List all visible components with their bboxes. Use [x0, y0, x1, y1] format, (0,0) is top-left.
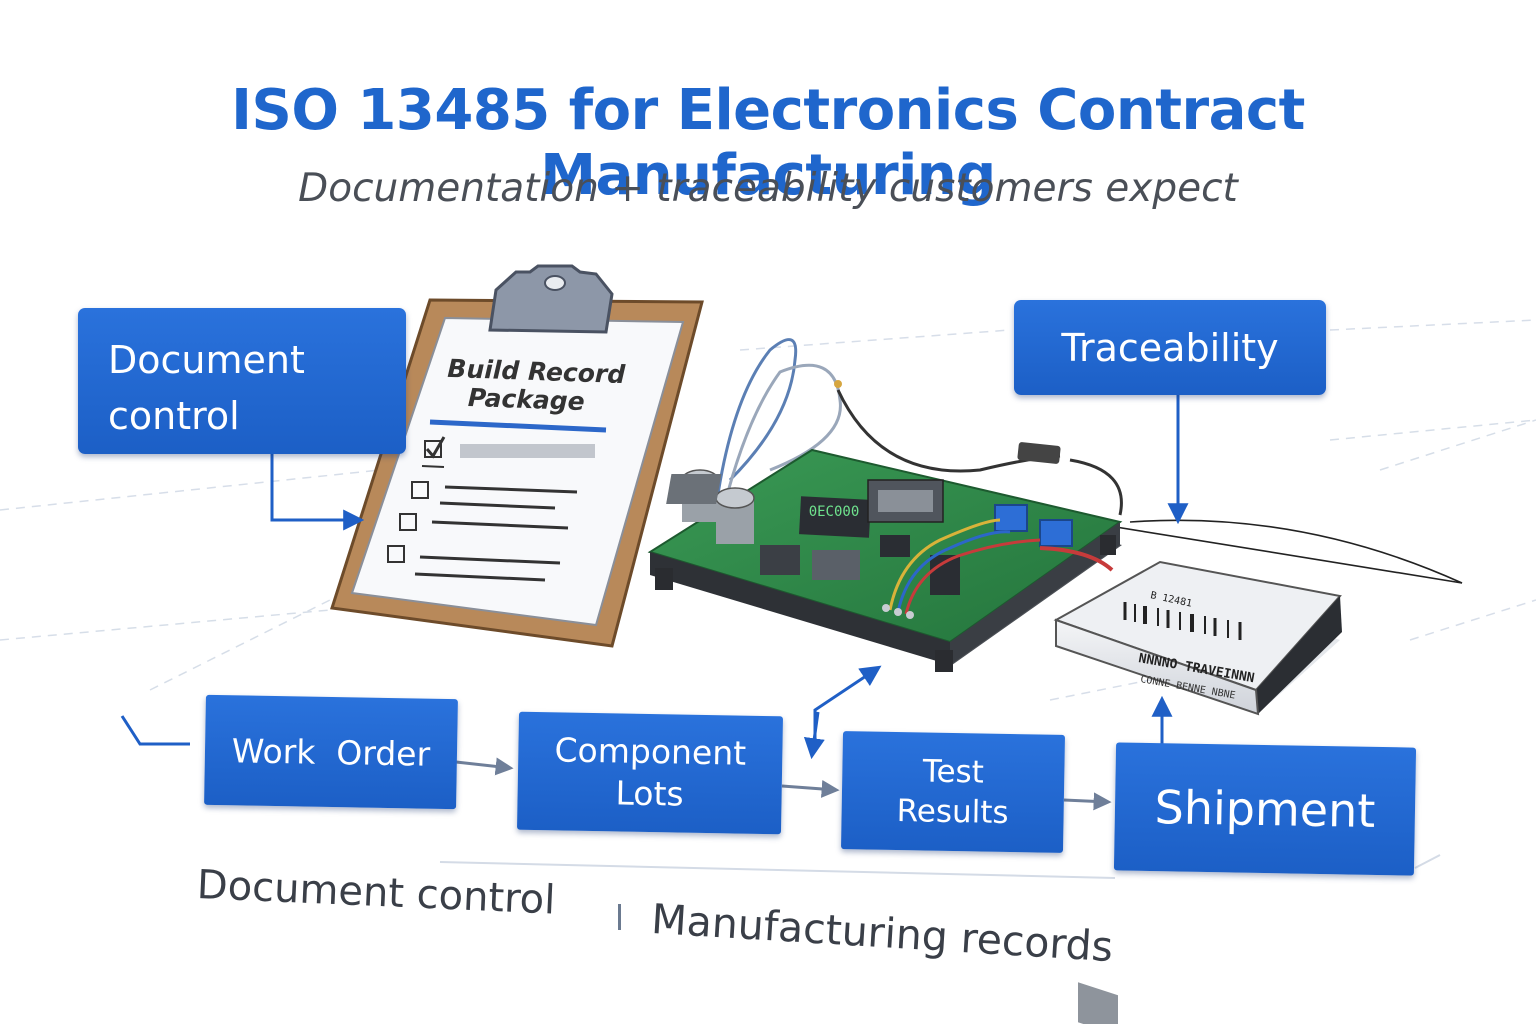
document-control-callout: Document control — [78, 308, 406, 454]
connector-arrows — [120, 395, 1441, 879]
flow-step-shipment: Shipment — [1113, 742, 1417, 876]
component-lots-line-1: Component — [554, 730, 747, 773]
checklist-lines — [387, 436, 595, 582]
test-results-line-1: Test — [922, 753, 985, 791]
clipboard-illustration: Build Record Package — [330, 264, 704, 648]
pcb-chip-label: 0EC000 — [809, 504, 860, 520]
clipboard-title-1: Build Record — [447, 354, 627, 389]
clipboard-title-2: Package — [467, 383, 585, 416]
package-barcode — [1123, 602, 1242, 640]
traceability-callout: Traceability — [1014, 300, 1326, 395]
pcb-board-illustration: 0EC000 — [647, 338, 1123, 672]
page-title: ISO 13485 for Electronics Contract Manuf… — [231, 78, 1305, 208]
flow-step-test-results: Test Results — [840, 731, 1066, 853]
document-control-line-2: control — [108, 394, 240, 438]
traceability-label: Traceability — [1061, 325, 1279, 370]
test-results-line-2: Results — [896, 793, 1009, 831]
page-subtitle: Documentation + traceability customers e… — [298, 166, 1238, 211]
work-order-label: Work Order — [231, 730, 431, 774]
shipment-label: Shipment — [1154, 780, 1376, 838]
flow-step-work-order: Work Order — [204, 694, 458, 810]
component-lots-line-2: Lots — [615, 773, 685, 814]
footer-separator — [618, 904, 621, 930]
document-control-line-1: Document — [108, 338, 305, 382]
floor-line — [1084, 521, 1463, 584]
flow-step-component-lots: Component Lots — [516, 711, 784, 835]
